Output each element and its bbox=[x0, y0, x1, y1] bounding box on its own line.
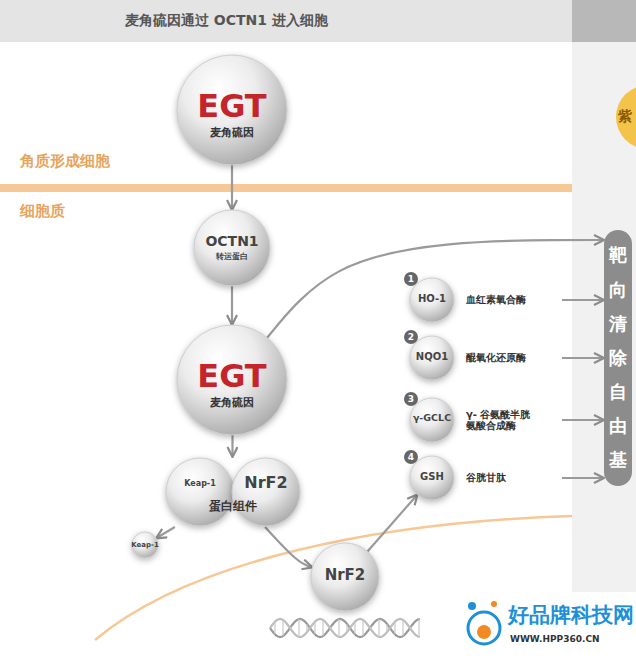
node-caption: γ- 谷氨酰半胱氨酸合成酶 bbox=[466, 409, 538, 432]
enzyme-circle: γ-GCLC γ- 谷氨酰半胱氨酸合成酶 bbox=[408, 396, 558, 444]
arrow-connector bbox=[231, 286, 233, 325]
node-caption: 麦角硫因 bbox=[177, 127, 287, 140]
protein-complex: 蛋白组件 Keap-1NrF2 bbox=[165, 457, 301, 527]
region-label: 细胞质 bbox=[20, 203, 65, 220]
node-label: NQO1 bbox=[410, 351, 454, 363]
enzyme-circle: HO-1 血红素氧合酶 bbox=[408, 276, 558, 324]
callout-number: 3 bbox=[404, 392, 418, 406]
arrow-connector bbox=[562, 299, 604, 301]
nrf2-circle: NrF2 bbox=[231, 457, 301, 527]
transporter-circle: OCTN1 转运蛋白 bbox=[194, 210, 270, 286]
node-label: HO-1 bbox=[410, 293, 454, 305]
node-label: NrF2 bbox=[231, 474, 301, 492]
node-caption: 谷胱甘肽 bbox=[466, 472, 556, 484]
arrow-connector bbox=[267, 240, 604, 338]
region-label: 角质形成细胞 bbox=[20, 153, 110, 170]
enzyme-circle: NQO1 醌氧化还原酶 bbox=[408, 334, 558, 382]
target-pill: 靶向清除自由基 bbox=[604, 230, 632, 485]
node-label: Keap-1 bbox=[131, 541, 159, 549]
arrow-connector bbox=[562, 357, 604, 359]
egt-circle: EGT 麦角硫因 bbox=[177, 325, 287, 435]
node-label: EGT bbox=[177, 88, 287, 125]
keap-small-circle: Keap-1 bbox=[131, 531, 159, 559]
callout-number: 2 bbox=[404, 330, 418, 344]
enzyme-circle: GSH 谷胱甘肽 bbox=[408, 454, 558, 502]
arrow-connector bbox=[265, 527, 312, 567]
arrow-connector bbox=[156, 527, 175, 538]
watermark-logo bbox=[468, 601, 500, 644]
arrow-connector bbox=[231, 435, 233, 457]
keap-circle: Keap-1 bbox=[165, 457, 235, 527]
node-caption: 转运蛋白 bbox=[194, 252, 270, 261]
title: 麦角硫因通过 OCTN1 进入细胞 bbox=[125, 12, 328, 30]
node-label: 靶向清除自由基 bbox=[609, 238, 627, 477]
badge-char: 紫 bbox=[618, 108, 632, 124]
side-panel-top bbox=[572, 0, 636, 42]
arrow-connector bbox=[562, 477, 604, 479]
watermark-ground bbox=[452, 592, 636, 660]
node-label: Keap-1 bbox=[165, 479, 235, 488]
node-caption: 麦角硫因 bbox=[177, 397, 287, 410]
arrow-connector bbox=[367, 495, 417, 552]
node-label: NrF2 bbox=[309, 567, 381, 584]
node-caption: 血红素氧合酶 bbox=[466, 294, 556, 306]
node-caption: 醌氧化还原酶 bbox=[466, 352, 556, 364]
callout-number: 4 bbox=[404, 450, 418, 464]
title-bar bbox=[0, 0, 572, 42]
watermark-url: WWW.HPP360.CN bbox=[510, 634, 600, 644]
yellow-badge bbox=[616, 85, 636, 149]
egt-circle: EGT 麦角硫因 bbox=[177, 55, 287, 165]
arrow-connector bbox=[231, 165, 233, 210]
watermark: 好品牌科技网 bbox=[508, 603, 634, 627]
cell-membrane bbox=[0, 184, 572, 192]
circle-shape bbox=[165, 457, 235, 527]
node-label: GSH bbox=[410, 471, 454, 483]
node-label: EGT bbox=[177, 358, 287, 395]
node-label: γ-GCLC bbox=[410, 413, 454, 424]
nrf2-circle: NrF2 bbox=[309, 541, 381, 613]
callout-number: 1 bbox=[404, 272, 418, 286]
node-label: 蛋白组件 bbox=[165, 500, 301, 514]
arrow-connector bbox=[562, 419, 604, 421]
node-label: OCTN1 bbox=[194, 233, 270, 249]
dna-helix bbox=[270, 619, 420, 637]
